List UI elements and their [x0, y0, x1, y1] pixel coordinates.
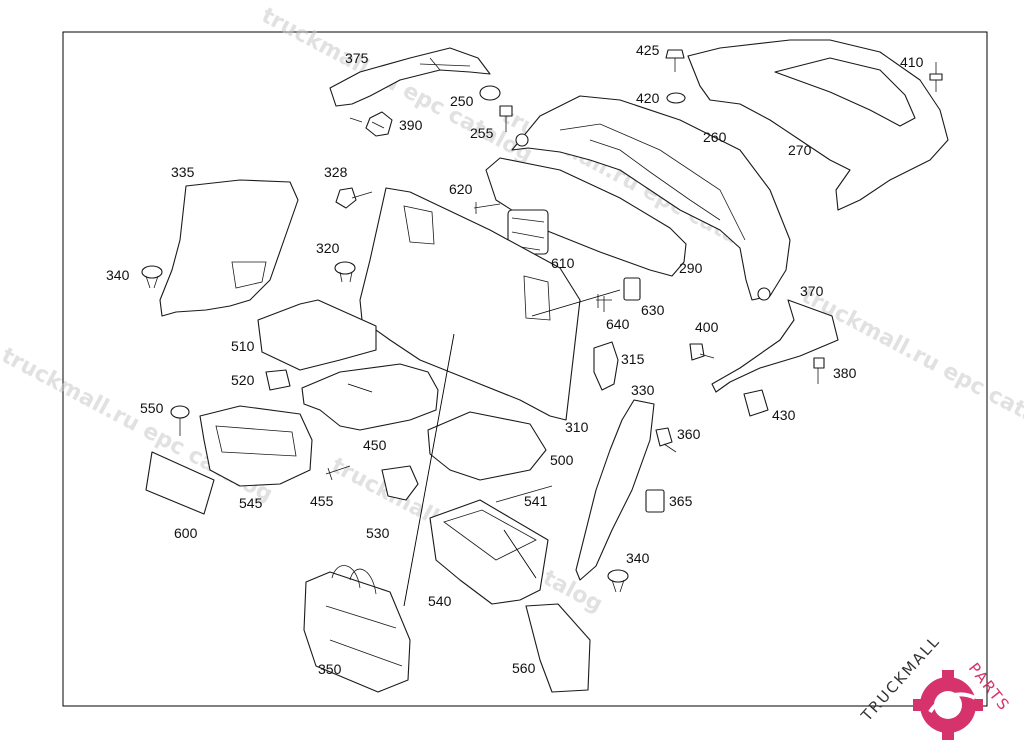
callout-630: 630	[641, 302, 665, 318]
part-545-box	[199, 405, 313, 487]
part-340-clip-upper	[141, 265, 163, 289]
callout-labels: 375 390 250 255 425 420 410 260 270 335 …	[106, 42, 924, 677]
part-310-flap	[359, 187, 581, 421]
part-430-nut-clip	[743, 389, 769, 417]
callout-328: 328	[324, 164, 348, 180]
callout-335: 335	[171, 164, 195, 180]
part-380-bolt	[813, 357, 825, 384]
callout-400: 400	[695, 319, 719, 335]
part-420-nut	[666, 92, 686, 104]
callout-340-upper: 340	[106, 267, 130, 283]
part-410-clip	[929, 62, 943, 92]
callout-600: 600	[174, 525, 198, 541]
callout-430: 430	[772, 407, 796, 423]
callout-350: 350	[318, 661, 342, 677]
callout-560: 560	[512, 660, 536, 676]
part-455-screw	[325, 465, 351, 481]
part-510-tray	[257, 299, 377, 371]
callout-455: 455	[310, 493, 334, 509]
callout-420: 420	[636, 90, 660, 106]
watermark-text-5: truckmall.ru epc catalog	[797, 283, 1024, 447]
part-540-bin	[429, 499, 549, 605]
part-255-screw	[499, 105, 513, 132]
part-328-screw	[335, 187, 373, 209]
callout-270: 270	[788, 142, 812, 158]
callout-360: 360	[677, 426, 701, 442]
part-320-clip	[334, 261, 356, 283]
part-550-screw	[170, 405, 190, 436]
part-370-right-trim	[711, 299, 839, 393]
callout-545: 545	[239, 495, 263, 511]
callout-340-lower: 340	[626, 550, 650, 566]
callout-315: 315	[621, 351, 645, 367]
part-335-side-trim	[159, 179, 299, 317]
part-610-harness	[507, 209, 549, 255]
part-630-switch	[623, 277, 641, 301]
watermark-text-1: truckmall.ru epc catalog	[257, 3, 536, 167]
callout-530: 530	[366, 525, 390, 541]
part-330-pillar-trim	[575, 399, 655, 581]
callout-510: 510	[231, 338, 255, 354]
truckmall-parts-logo: TRUCKMALL PARTS	[857, 632, 1014, 740]
callout-425: 425	[636, 42, 660, 58]
callout-330: 330	[631, 382, 655, 398]
part-315-clip	[593, 341, 619, 391]
part-425-bolt	[665, 49, 685, 72]
part-365-clip	[645, 489, 665, 513]
callout-541: 541	[524, 493, 548, 509]
part-520-button	[265, 369, 291, 391]
callout-410: 410	[900, 54, 924, 70]
callout-500: 500	[550, 452, 574, 468]
callout-375: 375	[345, 50, 369, 66]
part-530-latch	[381, 465, 419, 501]
callout-450: 450	[363, 437, 387, 453]
gear-icon	[913, 670, 983, 740]
callout-260: 260	[703, 129, 727, 145]
part-390-screw	[349, 111, 393, 137]
callout-540: 540	[428, 593, 452, 609]
callout-310: 310	[565, 419, 589, 435]
leader-lines	[347, 289, 621, 607]
part-360-bolt	[655, 427, 677, 453]
callout-255: 255	[470, 125, 494, 141]
part-450-lid	[301, 363, 439, 431]
part-250-cap	[479, 85, 501, 101]
callout-290: 290	[679, 260, 703, 276]
part-400-screw	[689, 343, 715, 361]
callout-365: 365	[669, 493, 693, 509]
callout-640: 640	[606, 316, 630, 332]
callout-390: 390	[399, 117, 423, 133]
part-620-screw	[473, 202, 501, 214]
callout-550: 550	[140, 400, 164, 416]
part-350-bag	[303, 565, 411, 693]
callout-250: 250	[450, 93, 474, 109]
diagram-frame	[62, 31, 988, 707]
callout-610: 610	[551, 255, 575, 271]
callout-380: 380	[833, 365, 857, 381]
callout-320: 320	[316, 240, 340, 256]
part-260-console	[511, 95, 791, 301]
callout-520: 520	[231, 372, 255, 388]
part-340-clip-lower	[607, 569, 629, 593]
part-560-liner	[525, 603, 591, 693]
callout-370: 370	[800, 283, 824, 299]
part-500-pad	[427, 411, 547, 481]
part-375-trim-strip	[329, 47, 491, 107]
part-600-plate	[145, 451, 215, 515]
callout-620: 620	[449, 181, 473, 197]
part-541-pin	[495, 485, 553, 503]
